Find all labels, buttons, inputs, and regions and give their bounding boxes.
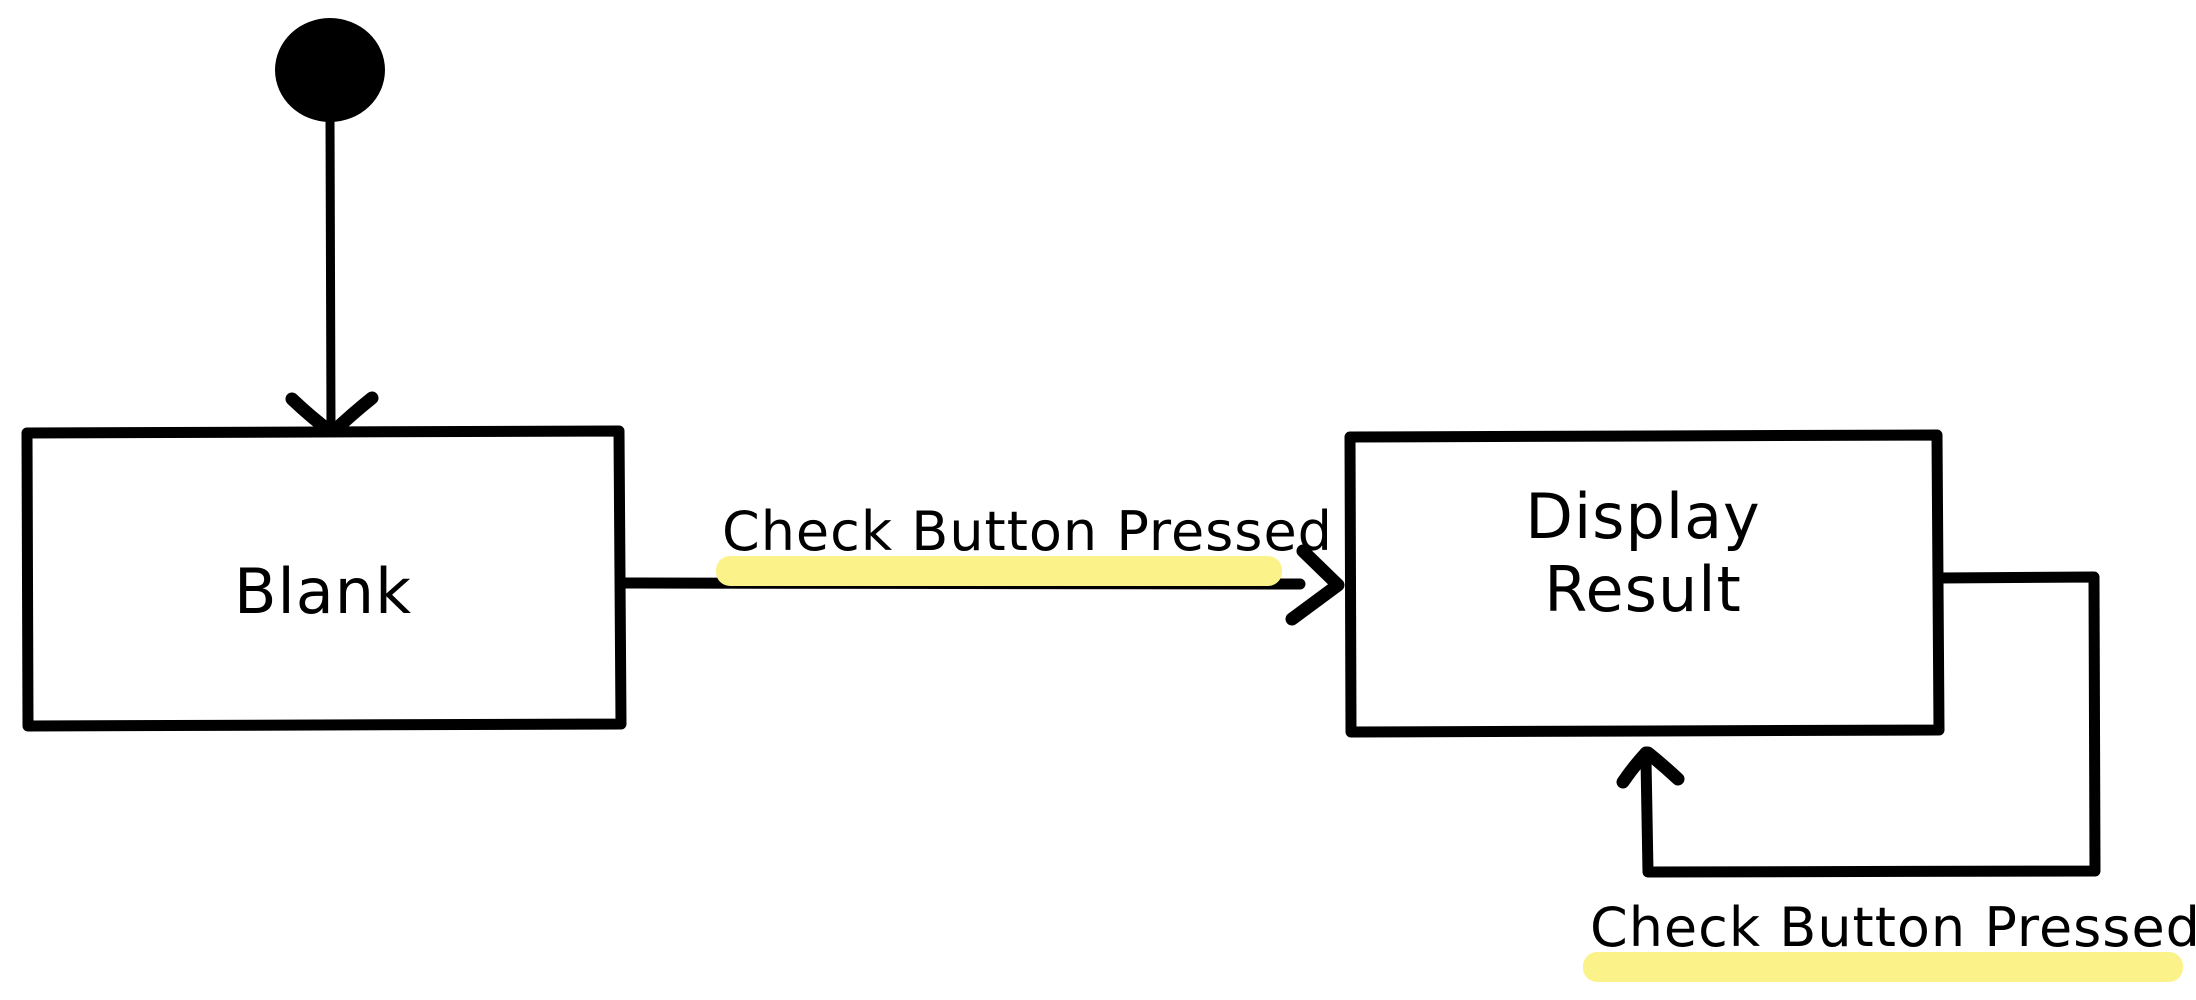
state-label-blank: Blank: [26, 555, 620, 628]
highlight-bar-transition-1: [716, 556, 1282, 586]
state-label-display-result: Display Result: [1348, 480, 1938, 626]
state-label-display-result-line-1: Display: [1525, 480, 1761, 553]
transition-blank-to-display-arrowhead: [1285, 544, 1345, 626]
transition-start-to-blank-line[interactable]: [325, 113, 336, 433]
transition-display-self-loop-line[interactable]: [1640, 571, 2101, 878]
transition-label-blank-to-display: Check Button Pressed: [722, 500, 1333, 563]
initial-state-node[interactable]: [275, 18, 385, 122]
transition-label-display-self-loop: Check Button Pressed: [1590, 896, 2196, 959]
state-label-blank-line-1: Blank: [234, 555, 412, 628]
state-box-display-result[interactable]: [1344, 429, 1945, 738]
highlight-bar-transition-2: [1583, 952, 2183, 982]
transition-display-self-loop-arrowhead-right: [1641, 746, 1685, 786]
state-box-blank[interactable]: [21, 425, 627, 732]
state-label-display-result-line-2: Result: [1544, 553, 1742, 627]
